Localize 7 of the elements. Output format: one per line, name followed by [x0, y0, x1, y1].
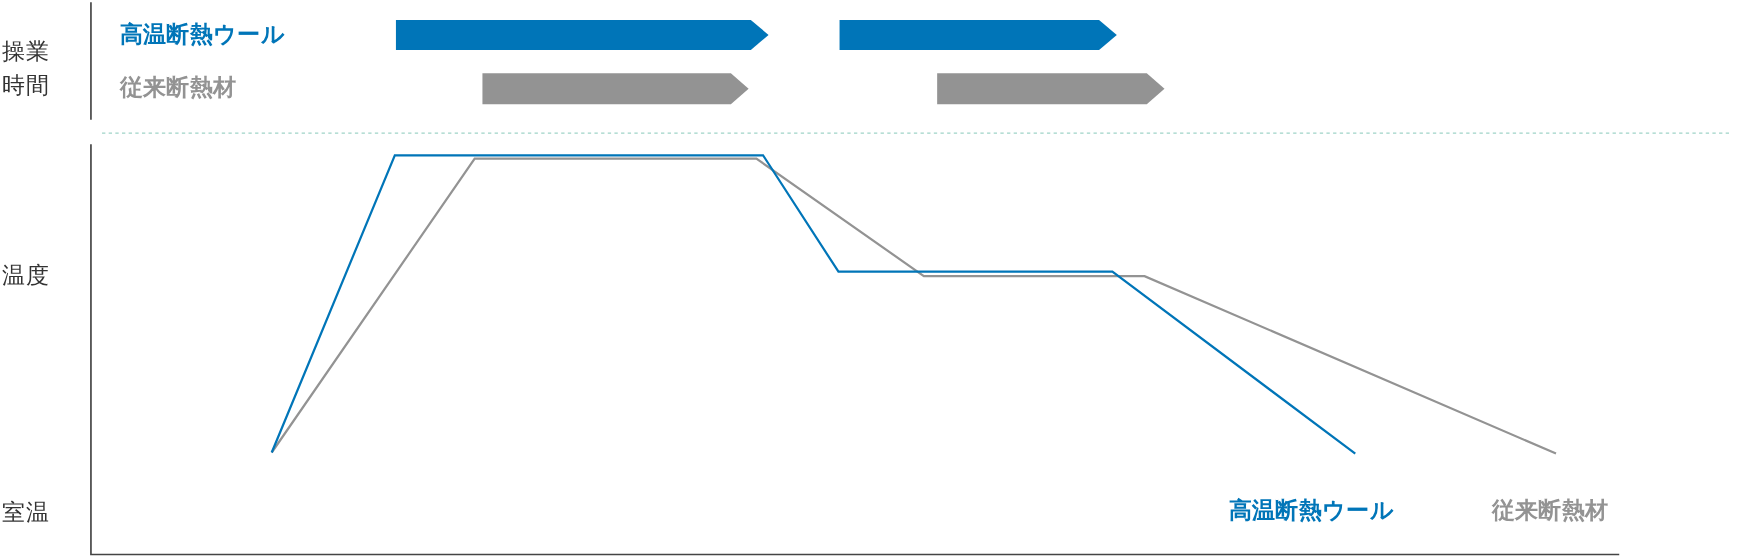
axis-label: 室温: [2, 498, 49, 528]
axis-label: 操業時間: [2, 36, 50, 101]
legend-label: 高温断熱ウール: [1228, 495, 1395, 526]
series-label: 従来断熱材: [119, 73, 237, 103]
axis-label: 温度: [2, 260, 49, 291]
legend-label: 従来断熱材: [1491, 495, 1609, 526]
series-label: 高温断熱ウール: [119, 20, 286, 50]
